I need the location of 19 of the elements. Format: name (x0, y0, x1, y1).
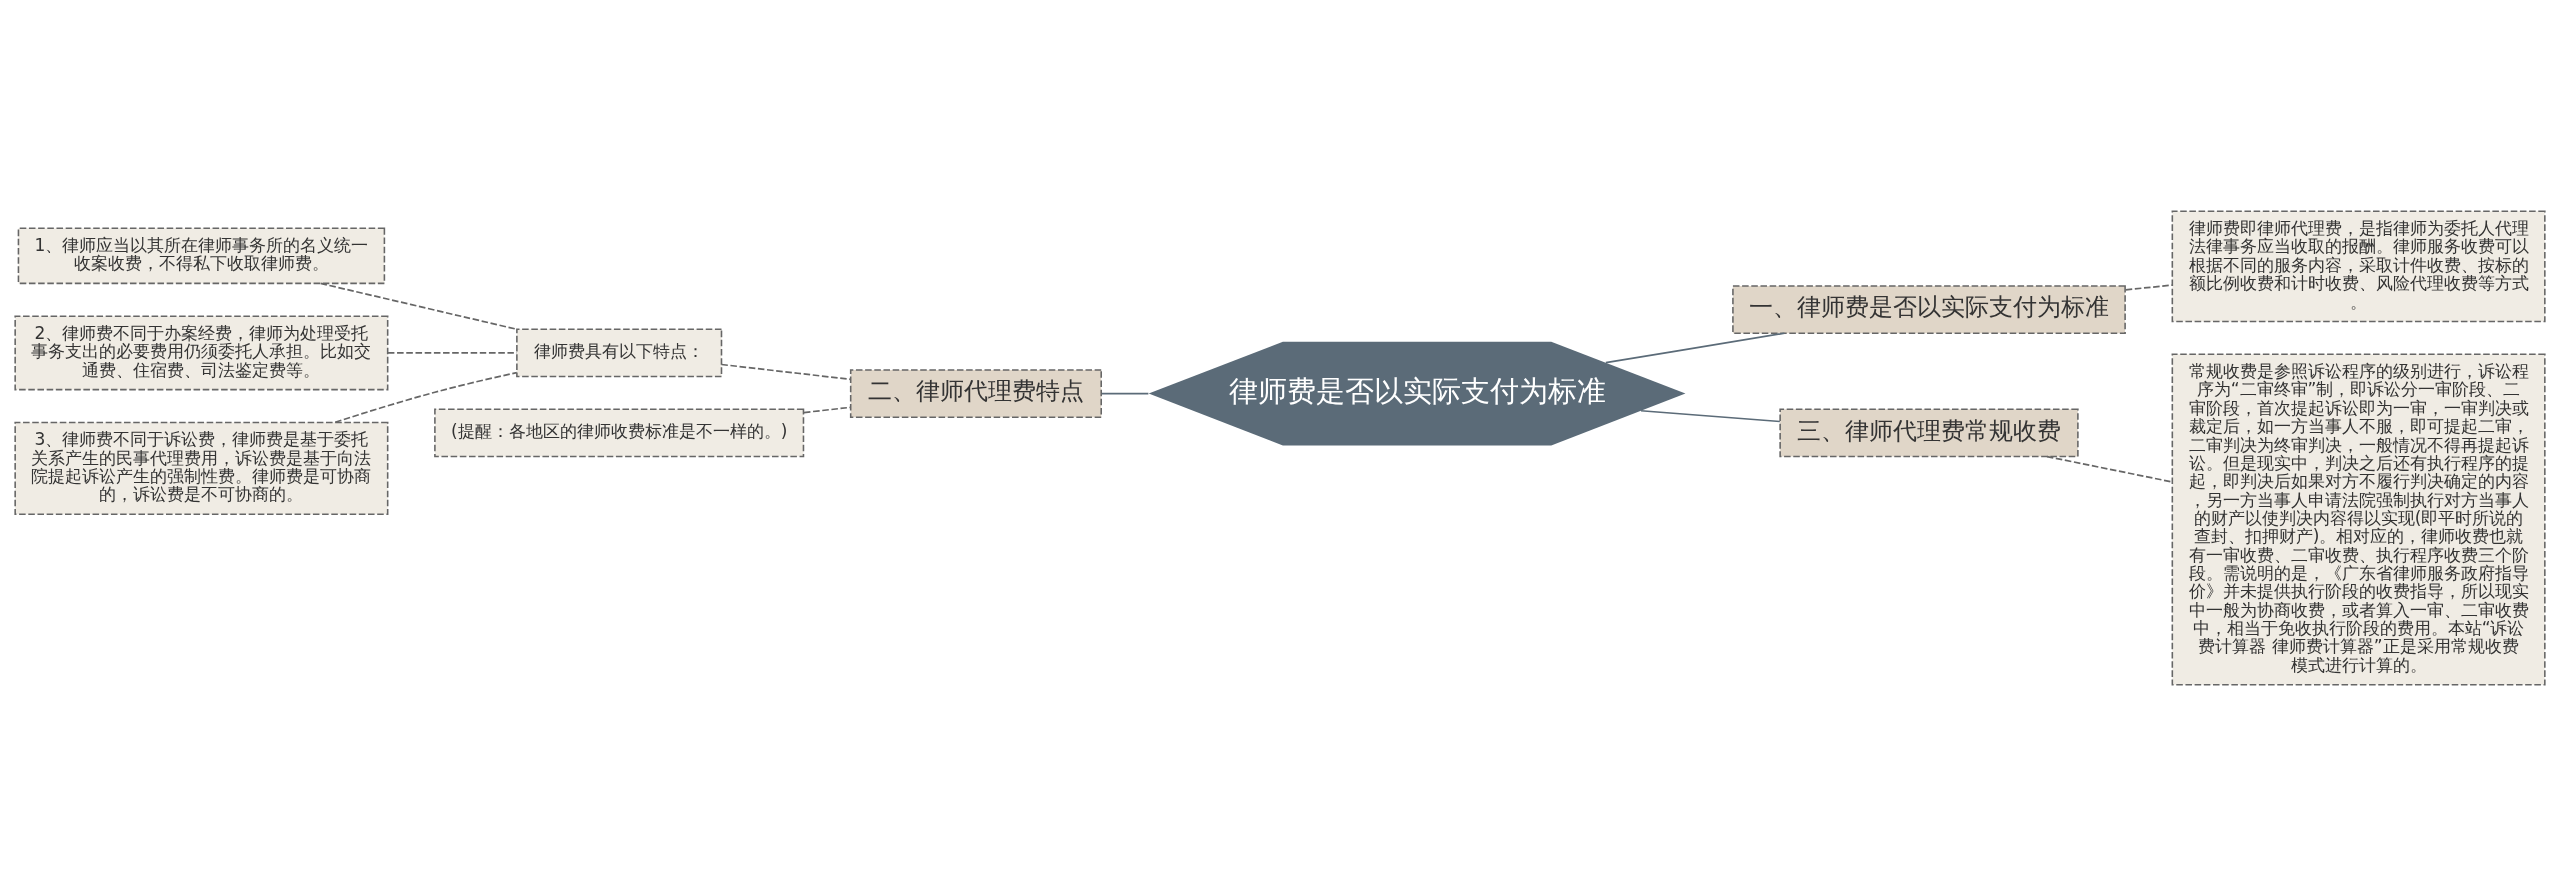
node-box: 3、律师费不同于诉讼费，律师费是基于委托关系产生的民事代理费用，诉讼费是基于向法院提起诉讼产生的强制性费。律师费是可协商的，诉讼费是不可协商的。 (14, 421, 389, 516)
node-box: (提醒：各地区的律师收费标准是不一样的。) (434, 408, 805, 458)
node-box: 二、律师代理费特点 (849, 369, 1102, 418)
node-box: 律师费即律师代理费，是指律师为委托人代理法律事务应当收取的报酬。律师服务收费可以根据不同的服务内容，采取计件收费、按标的额比例收费和计时收费、风险代理收费等方式。 (2171, 210, 2546, 323)
connector (1640, 409, 1781, 423)
connector (720, 363, 852, 381)
connector (1100, 392, 1150, 395)
connector (319, 282, 518, 331)
node-box: 常规收费是参照诉讼程序的级别进行，诉讼程序为“二审终审”制，即诉讼分一审阶段、二审阶段，首次提起诉讼即为一审，一审判决或裁定后，如一方当事人不服，即可提起二审，二审判决为终审判决，一般情况不得再提起诉讼。但是现实中，判决之后还有执行程序的提起，即判决后如果对方不履行判决确定的内容，另一方当事人申请法院强制执行对方当事人的财产以使判决内容得以实现(即平时所说的查封、扣押财产)。相对应的，律师收费也就有一审收费、二审收费、执行程序收费三个阶段。需说明的是，《广东省律师服务政府指导价》并未提供执行阶段的收费指导，所以现实中一般为协商收费，或者算入一审、二审收费中，相当于免收执行阶段的费用。本站“诉讼费计算器 律师费计算器”正是采用常规收费模式进行计算的。 (2171, 353, 2546, 686)
connector (802, 406, 852, 414)
connector (2124, 284, 2173, 291)
connector (1605, 332, 1786, 364)
node-box: 一、律师费是否以实际支付为标准 (1732, 285, 2126, 334)
node-box: 三、律师代理费常规收费 (1779, 408, 2079, 458)
connector (2046, 455, 2173, 483)
node-box: 2、律师费不同于办案经费，律师为处理受托事务支出的必要费用仍须委托人承担。比如交通费、住宿费、司法鉴定费等。 (14, 315, 389, 391)
node-box: 律师费具有以下特点： (516, 328, 723, 378)
connector (387, 352, 518, 354)
node-box: 1、律师应当以其所在律师事务所的名义统一收案收费，不得私下收取律师费。 (17, 227, 386, 285)
